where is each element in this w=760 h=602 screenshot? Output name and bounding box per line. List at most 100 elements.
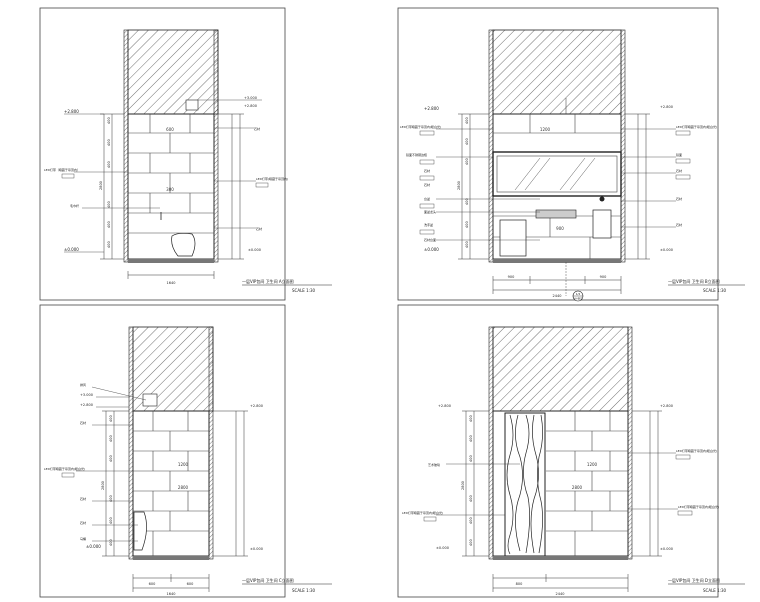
dim: 400 [109, 495, 113, 502]
dim: 400 [469, 435, 473, 442]
level-bottom: ±0.000 [424, 247, 439, 252]
floor-slab [128, 259, 214, 263]
elevation-c: 1200 2800 400 400 400 400 400 400 2800 ±… [44, 326, 332, 596]
dim: 400 [469, 517, 473, 524]
callout: +2.800 [438, 404, 451, 408]
dim: 400 [465, 198, 469, 205]
callout: ±0.000 [660, 547, 673, 551]
right-callouts: +2.800 LED灯带暗藏于吊顶内(暖白光) LED灯带暗藏于吊顶内(暖白光)… [660, 404, 719, 551]
dim-bottom: 900 [508, 275, 515, 279]
callout: 毛巾杆 [70, 203, 79, 208]
dim-bottom: 600 [187, 582, 194, 586]
callout: ±0.000 [248, 248, 261, 252]
dim: 400 [469, 455, 473, 462]
left-wall [488, 29, 494, 263]
inner-label: 1200 [540, 127, 551, 132]
callout: +3.000 [80, 393, 93, 397]
dim-total: 2800 [461, 481, 465, 490]
dim: 400 [107, 161, 111, 168]
callout: 面盆龙头 [424, 209, 436, 214]
dim: 400 [469, 495, 473, 502]
right-dimension [632, 410, 662, 557]
callout: +2.800 [80, 403, 93, 407]
left-callouts: 排风 +3.000 +2.800 石材 LED灯带暗藏于吊顶内(暖白光) 石材 … [44, 382, 93, 541]
dim-total: 2800 [457, 181, 461, 190]
inner-label: 1200 [178, 462, 189, 467]
callout: 艺术玻璃 [428, 462, 440, 467]
inner-label: 900 [556, 226, 564, 231]
callout: 石材 [80, 420, 86, 425]
level-extra: +3.000 [244, 96, 257, 100]
exhaust-fan [185, 99, 199, 111]
art-glass-pattern [506, 414, 543, 555]
callout: 洗手盆 [424, 222, 433, 227]
floor-slab [493, 556, 628, 560]
toilet-side [133, 511, 147, 551]
mirror-reflection [514, 157, 596, 191]
right-wall [213, 29, 219, 263]
dim: 400 [465, 241, 469, 248]
dim: 400 [109, 435, 113, 442]
callout: 石材 [80, 496, 86, 501]
panel-scale: SCALE 1:30 [292, 288, 316, 293]
right-callouts: +2.800 LED灯带暗藏于吊顶内(暖白光) 镜面 石材 石材 石材 ±0.0… [660, 105, 717, 252]
detail-tag-number: 1/2 [576, 292, 581, 296]
dim-total: 2800 [99, 181, 103, 190]
right-callout-tags [621, 128, 691, 228]
right-callout-tags [628, 452, 693, 516]
dim: 400 [107, 201, 111, 208]
tile-grid [128, 114, 214, 234]
dim: 400 [465, 117, 469, 124]
callout: LED灯带暗藏于吊顶内(暖白光) [402, 510, 443, 515]
panel-scale: SCALE 1:30 [292, 588, 316, 593]
level-top: +2.800 [64, 109, 79, 114]
callout: 镜面不锈钢边框 [406, 152, 427, 157]
dim-bottom: 2440 [553, 294, 562, 298]
left-dimension [458, 113, 489, 260]
mirror-frame [492, 151, 622, 197]
panel-title: 一层VIP包间 卫生间 D立面图 [668, 577, 720, 583]
dim-bottom: 1640 [167, 592, 176, 596]
panel-scale: SCALE 1:30 [703, 588, 727, 593]
callout: ±0.000 [436, 546, 449, 550]
dim: 400 [109, 415, 113, 422]
left-callout-tags [419, 128, 540, 241]
dim: 400 [107, 139, 111, 146]
callout: LED灯带(暗藏于吊顶内) [256, 176, 288, 181]
level-bottom: ±0.000 [64, 247, 79, 252]
elevation-a: 600 300 400 400 400 400 400 400 2800 +2.… [44, 29, 332, 293]
dim-bottom: 2440 [556, 592, 565, 596]
tile-grid [133, 411, 209, 556]
callout: 石材 [254, 126, 260, 131]
inner-label: 300 [166, 187, 174, 192]
callout: 石材 [676, 168, 682, 173]
left-callouts: +2.800 艺术玻璃 LED灯带暗藏于吊顶内(暖白光) ±0.000 [402, 404, 451, 550]
elevation-d: 1200 2800 400 400 400 400 400 400 2800 +… [402, 326, 745, 596]
sheet-frames [39, 7, 719, 598]
dim: 400 [109, 455, 113, 462]
elevation-b: 1200 900 400 400 400 400 400 400 2800 +2… [400, 29, 745, 302]
vanity-counter [535, 209, 577, 219]
mirror [496, 155, 618, 193]
panel-title: 一层VIP包间 卫生间 A立面图 [242, 278, 294, 284]
callout: 石材 [424, 182, 430, 187]
ceiling-void-hatch [492, 29, 622, 115]
panel-title: 一层VIP包间 卫生间 C立面图 [242, 577, 294, 583]
dim-bottom: 600 [149, 582, 156, 586]
flush-button [599, 196, 605, 202]
callout: 马桶 [80, 536, 86, 541]
dim-bottom: 800 [516, 582, 523, 586]
left-callout-tags [423, 463, 520, 522]
callout: LED灯带暗藏于吊顶内(暖白光) [400, 124, 441, 129]
callout: 镜面 [676, 152, 682, 157]
callout: LED灯带（暗藏于吊顶内） [44, 167, 80, 172]
toilet-front [499, 219, 527, 257]
dim: 400 [109, 539, 113, 546]
floor-slab [493, 259, 621, 263]
right-dimension [218, 113, 244, 260]
left-wall [123, 29, 129, 263]
callout: 石材 [80, 520, 86, 525]
callout: 台盆 [424, 196, 430, 201]
right-dimension [213, 410, 248, 557]
